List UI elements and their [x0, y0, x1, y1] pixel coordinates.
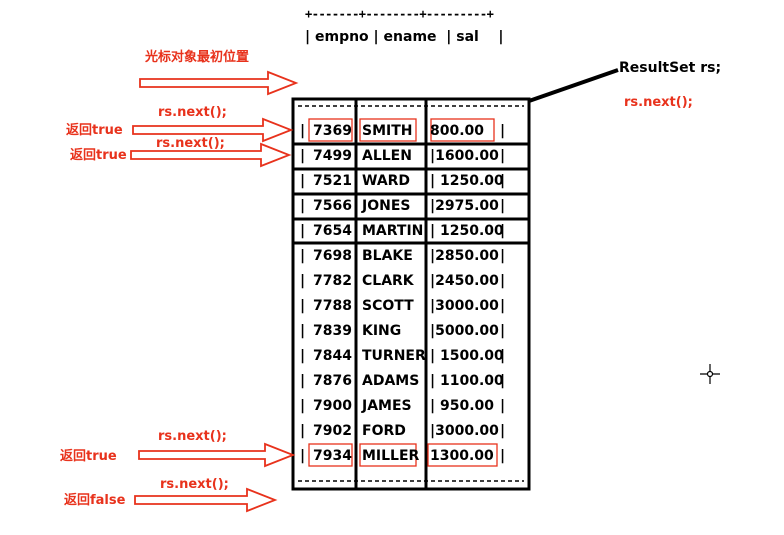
cell-sal: |3000.00	[430, 423, 499, 439]
cell-pre: |	[300, 198, 306, 214]
cell-pre: |	[300, 248, 306, 264]
cell-sal: | 1250.00	[430, 173, 504, 189]
highlight-box-7369	[308, 118, 353, 142]
cell-sal: |5000.00	[430, 323, 499, 339]
cell-post: |	[500, 298, 506, 314]
cell-ename: JAMES	[362, 398, 412, 414]
cell-pre: |	[300, 223, 306, 239]
label-next-4: rs.next();	[160, 477, 229, 492]
cell-post: |	[500, 448, 506, 464]
cell-pre: |	[300, 323, 306, 339]
cell-sal: | 1100.00	[430, 373, 504, 389]
label-return-true-3: 返回true	[60, 449, 117, 464]
cell-ename: JONES	[362, 198, 411, 214]
label-cursor-initial: 光标对象最初位置	[145, 50, 250, 65]
cell-post: |	[500, 173, 506, 189]
cell-pre: |	[300, 423, 306, 439]
cell-empno: 7900	[313, 398, 352, 414]
cell-empno: 7934	[313, 448, 352, 464]
cell-ename: FORD	[362, 423, 406, 439]
cell-sal: 800.00	[430, 123, 485, 139]
cell-ename: SMITH	[362, 123, 413, 139]
cell-sal: |2975.00	[430, 198, 499, 214]
highlight-box-800	[430, 118, 495, 142]
cell-pre: |	[300, 298, 306, 314]
result-header-row: | empno | ename | sal |	[305, 29, 504, 45]
cell-empno: 7698	[313, 248, 352, 264]
cell-empno: 7782	[313, 273, 352, 289]
arrow-next-1	[132, 117, 294, 143]
cell-post: |	[500, 223, 506, 239]
cell-pre: |	[300, 273, 306, 289]
cell-pre: |	[300, 448, 306, 464]
cell-empno: 7876	[313, 373, 352, 389]
highlight-box-7934	[308, 443, 353, 467]
cell-sal: |3000.00	[430, 298, 499, 314]
cell-sal: 1300.00	[430, 448, 494, 464]
cell-ename: CLARK	[362, 273, 414, 289]
cell-sal: | 1250.00	[430, 223, 504, 239]
cell-empno: 7566	[313, 198, 352, 214]
label-next-2: rs.next();	[156, 136, 225, 151]
cell-pre: |	[300, 373, 306, 389]
cell-empno: 7521	[313, 173, 352, 189]
cell-sal: | 950.00	[430, 398, 495, 414]
cell-post: |	[500, 123, 506, 139]
cell-empno: 7902	[313, 423, 352, 439]
crosshair-cursor-icon	[700, 364, 720, 384]
label-next-1: rs.next();	[158, 105, 227, 120]
arrow-next-2	[130, 142, 292, 168]
highlight-box-1300	[427, 443, 498, 467]
cell-sal: | 1500.00	[430, 348, 504, 364]
cell-empno: 7788	[313, 298, 352, 314]
label-rs-next-right: rs.next();	[624, 95, 693, 110]
highlight-box-miller	[359, 443, 417, 467]
resultset-pointer-line	[528, 68, 619, 103]
cell-sal: |1600.00	[430, 148, 499, 164]
cell-post: |	[500, 198, 506, 214]
label-return-true-1: 返回true	[66, 123, 123, 138]
cell-post: |	[500, 273, 506, 289]
cell-post: |	[500, 373, 506, 389]
cell-post: |	[500, 323, 506, 339]
cell-ename: ADAMS	[362, 373, 420, 389]
cell-ename: MILLER	[362, 448, 420, 464]
cell-ename: WARD	[362, 173, 411, 189]
cell-empno: 7369	[313, 123, 352, 139]
cell-post: |	[500, 423, 506, 439]
label-return-true-2: 返回true	[70, 148, 127, 163]
cell-ename: MARTIN	[362, 223, 424, 239]
cell-ename: KING	[362, 323, 402, 339]
cell-post: |	[500, 248, 506, 264]
cell-sal: |2450.00	[430, 273, 499, 289]
cell-pre: |	[300, 348, 306, 364]
cell-ename: SCOTT	[362, 298, 414, 314]
label-return-false: 返回false	[64, 493, 126, 508]
cell-ename: BLAKE	[362, 248, 413, 264]
cell-sal: |2850.00	[430, 248, 499, 264]
cell-empno: 7844	[313, 348, 352, 364]
arrow-next-3	[138, 442, 296, 468]
cell-post: |	[500, 348, 506, 364]
cell-empno: 7499	[313, 148, 352, 164]
label-resultset: ResultSet rs;	[619, 60, 722, 76]
cell-pre: |	[300, 148, 306, 164]
cell-pre: |	[300, 123, 306, 139]
label-next-3: rs.next();	[158, 429, 227, 444]
arrow-initial-position	[139, 70, 299, 96]
result-header-border: +-------+--------+---------+	[305, 7, 494, 21]
cell-empno: 7654	[313, 223, 352, 239]
resultset-frame	[291, 97, 531, 491]
cell-pre: |	[300, 173, 306, 189]
cell-ename: TURNER	[362, 348, 426, 364]
highlight-box-smith	[359, 118, 417, 142]
cell-pre: |	[300, 398, 306, 414]
cell-post: |	[500, 148, 506, 164]
cell-empno: 7839	[313, 323, 352, 339]
cell-post: |	[500, 398, 506, 414]
arrow-next-4	[134, 487, 278, 513]
cell-ename: ALLEN	[362, 148, 412, 164]
